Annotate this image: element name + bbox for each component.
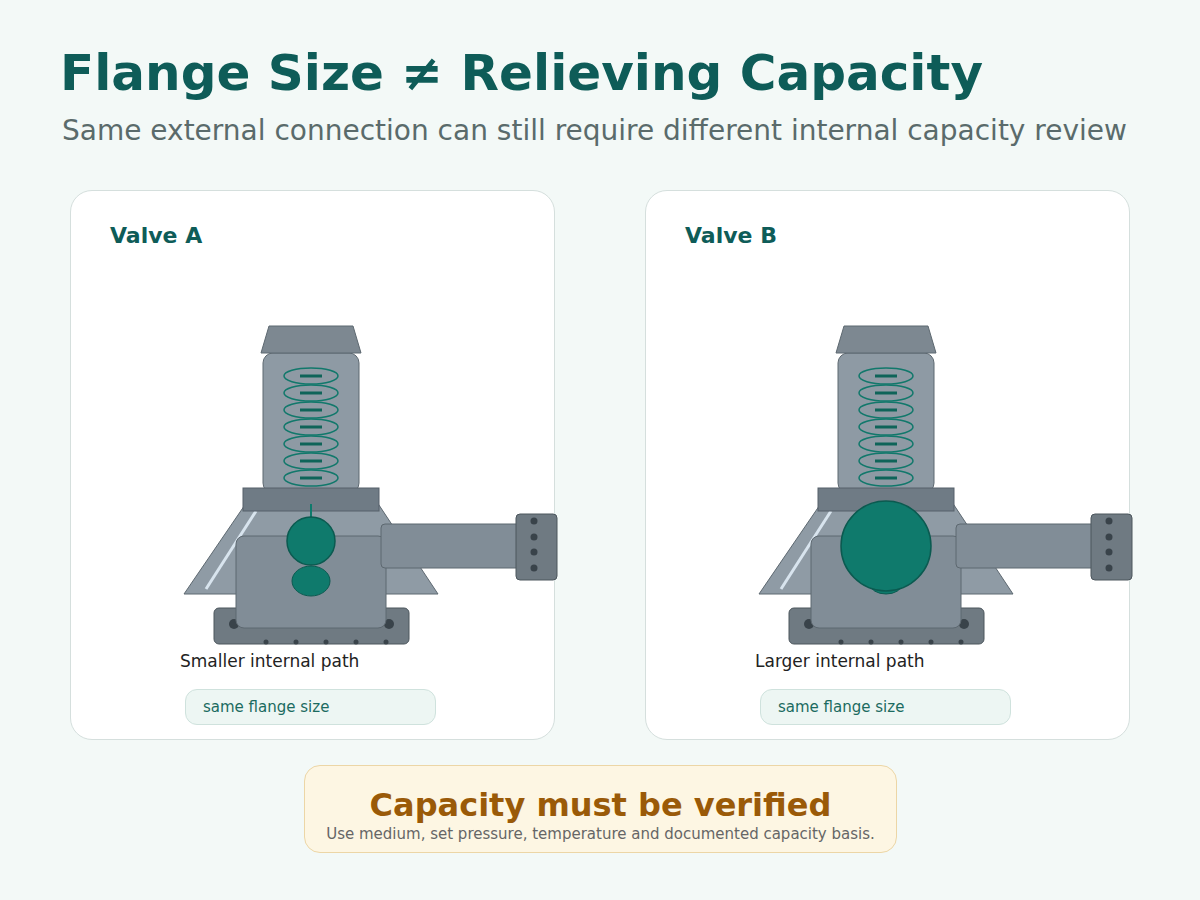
bolt-hole <box>531 534 538 541</box>
outlet-flange <box>516 514 557 580</box>
valve-disc <box>287 517 335 565</box>
card-heading: Valve B <box>685 223 1129 249</box>
spring-coil <box>284 419 338 435</box>
valve-stem <box>310 504 312 518</box>
tag-text: same flange size <box>778 697 996 717</box>
spring-coil <box>300 392 322 395</box>
spring-coil <box>300 477 322 480</box>
spring-coil <box>300 409 322 412</box>
callout-note: Use medium, set pressure, temperature an… <box>325 824 876 844</box>
bolt-hole <box>294 640 299 645</box>
outlet-pipe <box>956 524 1096 568</box>
bolt-hole <box>531 565 538 572</box>
bolt-hole <box>899 640 904 645</box>
spring-coil <box>284 436 338 452</box>
spring-coil <box>859 419 913 435</box>
flange-tag: same flange size <box>185 689 436 725</box>
bolt-hole <box>959 640 964 645</box>
outlet-flange <box>1091 514 1132 580</box>
spring-housing <box>838 353 934 493</box>
bolt-hole <box>869 640 874 645</box>
spring-coil <box>859 368 913 384</box>
bolt-hole <box>1106 549 1113 556</box>
spring-coil <box>859 402 913 418</box>
callout-heading: Capacity must be verified <box>325 786 876 824</box>
bolt-hole <box>324 640 329 645</box>
spring-coil <box>859 385 913 401</box>
callout-box: Capacity must be verifiedUse medium, set… <box>304 765 897 853</box>
flange-tag: same flange size <box>760 689 1011 725</box>
valve-card: Valve A Smaller internal path same flange … <box>70 190 555 740</box>
spring-coil <box>284 368 338 384</box>
cap <box>261 326 361 353</box>
spring-coil <box>875 426 897 429</box>
card-heading: Valve A <box>110 223 554 249</box>
tag-text: same flange size <box>203 697 421 717</box>
spring-coil <box>284 385 338 401</box>
bolt-hole <box>531 518 538 525</box>
bolt-hole <box>929 640 934 645</box>
spring-coil <box>859 436 913 452</box>
page-title: Flange Size ≠ Relieving Capacity <box>60 44 983 102</box>
valve-card: Valve B Larger internal path same flange s… <box>645 190 1130 740</box>
spring-coil <box>875 375 897 378</box>
bolt-hole <box>531 549 538 556</box>
spring-coil <box>875 443 897 446</box>
spring-coil <box>284 453 338 469</box>
spring-coil <box>300 460 322 463</box>
spring-coil <box>875 460 897 463</box>
bolt-hole <box>1106 565 1113 572</box>
spring-coil <box>300 426 322 429</box>
bolt-hole <box>354 640 359 645</box>
spring-coil <box>875 409 897 412</box>
spring-coil <box>300 375 322 378</box>
nozzle <box>292 566 330 596</box>
spring-coil <box>284 402 338 418</box>
spring-coil <box>859 470 913 486</box>
bolt-hole <box>1106 518 1113 525</box>
spring-housing <box>263 353 359 493</box>
spring-coil <box>875 477 897 480</box>
spring-coil <box>875 392 897 395</box>
bolt-hole <box>839 640 844 645</box>
bolt-hole <box>1106 534 1113 541</box>
path-label: Smaller internal path <box>180 650 554 672</box>
spring-coil <box>859 453 913 469</box>
spring-coil <box>284 470 338 486</box>
bolt-hole <box>384 640 389 645</box>
page-subtitle: Same external connection can still requi… <box>62 114 1132 148</box>
spring-coil <box>300 443 322 446</box>
valve-disc <box>841 501 931 591</box>
cap <box>836 326 936 353</box>
path-label: Larger internal path <box>755 650 1129 672</box>
outlet-pipe <box>381 524 521 568</box>
bolt-hole <box>264 640 269 645</box>
